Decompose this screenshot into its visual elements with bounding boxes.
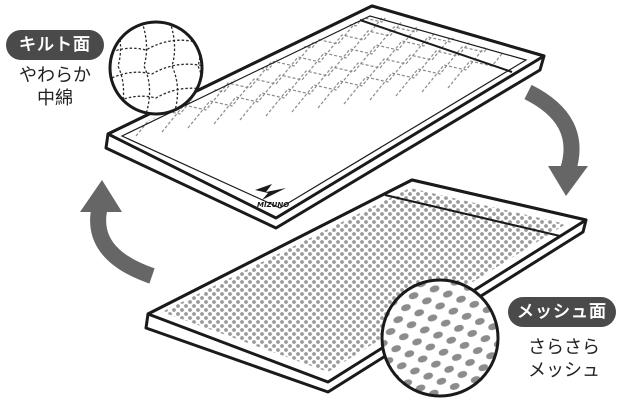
flip-arrow-left	[80, 180, 155, 284]
quilt-zigzag-line	[265, 14, 509, 117]
mesh-mattress	[144, 178, 588, 394]
quilt-mattress	[104, 4, 546, 230]
arrow-head-up-icon	[80, 180, 122, 212]
mesh-caption-line1: さらさら	[528, 337, 600, 358]
quilt-caption-line2: 中綿	[37, 88, 73, 109]
quilt-mattress-top	[106, 4, 546, 220]
quilt-side-badge: キルト面	[6, 30, 104, 60]
brand-logo-text: MIZUNO	[257, 201, 289, 209]
quilt-zigzag-line	[213, 14, 457, 125]
brand-logo: MIZUNO	[255, 184, 289, 209]
mesh-zoom-circle	[380, 278, 500, 398]
quilt-zigzag-line	[187, 14, 431, 129]
quilt-zigzag-line	[317, 14, 528, 109]
mesh-side-caption: さらさら メッシュ	[512, 336, 616, 382]
arrow-head-down-icon	[548, 166, 588, 196]
mesh-caption-line2: メッシュ	[528, 360, 600, 381]
quilt-zoom-circle	[108, 20, 204, 116]
runbird-icon	[255, 184, 286, 200]
quilt-zigzag-line	[291, 14, 528, 113]
mesh-side-badge: メッシュ面	[508, 297, 616, 327]
quilt-zigzag-line	[239, 14, 483, 121]
quilt-side-caption: やわらか 中綿	[0, 64, 110, 110]
quilt-zigzag-line	[161, 14, 405, 133]
quilt-caption-line1: やわらか	[19, 65, 91, 86]
flip-arrow-right	[524, 84, 588, 196]
